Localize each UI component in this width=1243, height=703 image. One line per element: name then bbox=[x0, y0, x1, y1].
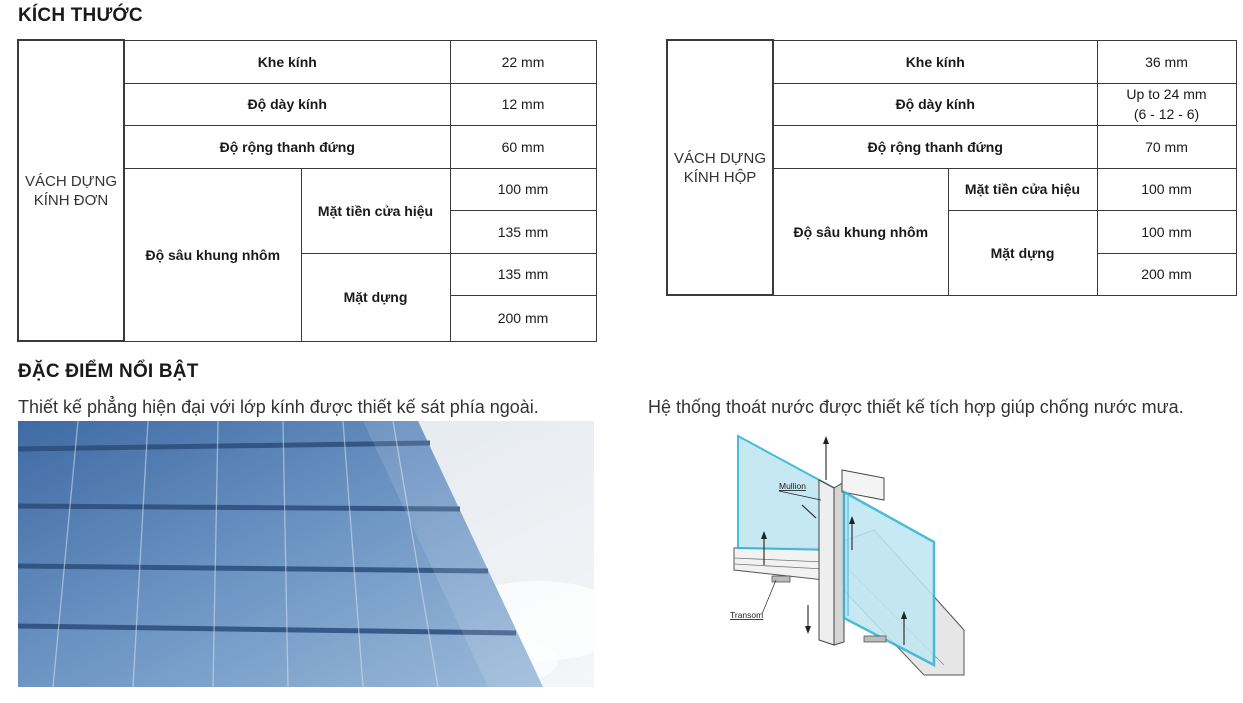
spec-table-double-glazing: VÁCH DỰNG KÍNH HỘP Khe kính 36 mm Độ dày… bbox=[666, 39, 1237, 296]
label-frame-depth: Độ sâu khung nhôm bbox=[772, 167, 949, 296]
curtain-wall-section-diagram: Mullion Transom bbox=[730, 434, 965, 676]
value-storefront-2: 135 mm bbox=[449, 209, 597, 254]
value-curtain-2: 200 mm bbox=[449, 294, 597, 342]
value-curtain-1: 100 mm bbox=[1096, 209, 1237, 254]
value-glass-thickness: 12 mm bbox=[449, 82, 597, 126]
diagram-label-transom: Transom bbox=[730, 610, 763, 620]
spec-table-single-glazing: VÁCH DỰNG KÍNH ĐƠN Khe kính 22 mm Độ dày… bbox=[17, 39, 597, 342]
section-title-features: ĐẶC ĐIỂM NỔI BẬT bbox=[18, 361, 199, 382]
value-curtain-2: 200 mm bbox=[1096, 252, 1237, 296]
label-frame-depth: Độ sâu khung nhôm bbox=[123, 167, 302, 342]
label-storefront: Mặt tiền cửa hiệu bbox=[947, 167, 1098, 211]
value-glass-slot: 22 mm bbox=[449, 39, 597, 84]
value-glass-thickness: Up to 24 mm (6 - 12 - 6) bbox=[1096, 82, 1237, 126]
value-storefront-1: 100 mm bbox=[449, 167, 597, 211]
label-storefront: Mặt tiền cửa hiệu bbox=[300, 167, 451, 254]
label-mullion-width: Độ rộng thanh đứng bbox=[123, 124, 451, 169]
value-curtain-1: 135 mm bbox=[449, 252, 597, 296]
label-curtain-wall: Mặt dựng bbox=[947, 209, 1098, 296]
label-glass-slot: Khe kính bbox=[772, 39, 1098, 84]
table-side-label: VÁCH DỰNG KÍNH HỘP bbox=[666, 39, 774, 296]
label-glass-slot: Khe kính bbox=[123, 39, 451, 84]
value-glass-slot: 36 mm bbox=[1096, 39, 1237, 84]
value-storefront-1: 100 mm bbox=[1096, 167, 1237, 211]
value-mullion-width: 60 mm bbox=[449, 124, 597, 169]
label-mullion-width: Độ rộng thanh đứng bbox=[772, 124, 1098, 169]
table-side-label: VÁCH DỰNG KÍNH ĐƠN bbox=[17, 39, 125, 342]
diagram-label-mullion: Mullion bbox=[779, 481, 806, 491]
section-title-dimensions: KÍCH THƯỚC bbox=[18, 5, 143, 26]
value-mullion-width: 70 mm bbox=[1096, 124, 1237, 169]
building-facade-photo bbox=[18, 421, 594, 687]
feature-caption-flat-design: Thiết kế phẳng hiện đại với lớp kính đượ… bbox=[18, 397, 539, 417]
label-glass-thickness: Độ dày kính bbox=[123, 82, 451, 126]
feature-caption-drainage: Hệ thống thoát nước được thiết kế tích h… bbox=[648, 397, 1184, 417]
label-glass-thickness: Độ dày kính bbox=[772, 82, 1098, 126]
label-curtain-wall: Mặt dựng bbox=[300, 252, 451, 342]
